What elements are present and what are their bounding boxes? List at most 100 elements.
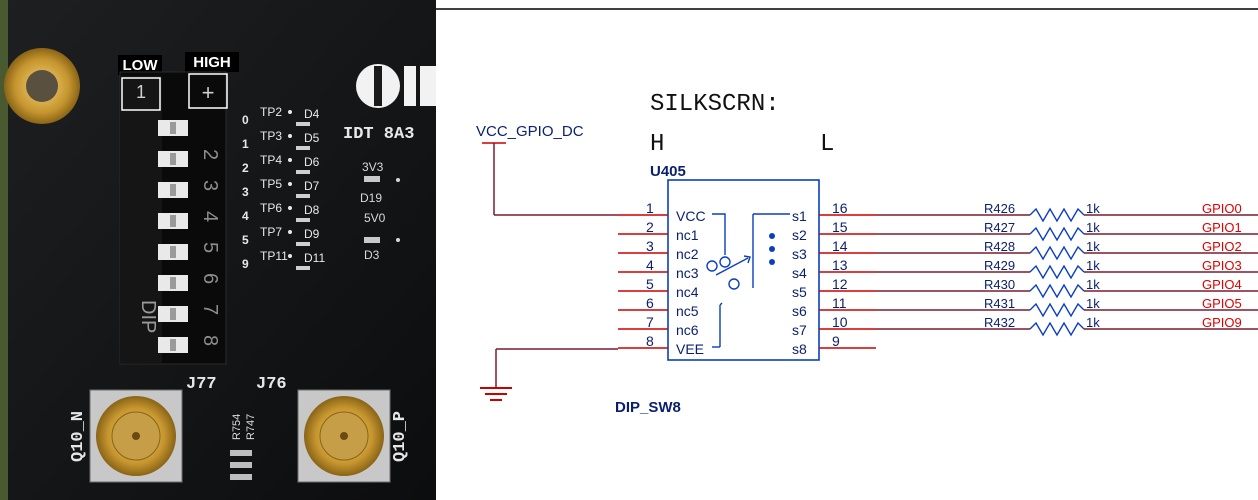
resistor-value: 1k [1086, 277, 1100, 292]
dip-right-mark: + [202, 80, 215, 105]
dip-lever-slot [170, 308, 176, 320]
silk-index: 3 [242, 185, 249, 199]
dip-lever-slot [170, 246, 176, 258]
dip-number: 6 [199, 273, 221, 284]
left-pin-name: nc2 [676, 246, 699, 262]
silk-d: D11 [304, 251, 325, 265]
mounting-hole [4, 48, 80, 124]
r747-label: R747 [245, 414, 257, 440]
ref-label: U405 [650, 163, 686, 180]
left-pin-name: nc4 [676, 284, 699, 300]
low-label: LOW [123, 57, 159, 74]
right-pin-name: s8 [792, 341, 807, 357]
gpio-net-label: GPIO2 [1202, 239, 1242, 254]
resistor-ref: R427 [984, 220, 1015, 235]
resistor-symbol [1029, 226, 1085, 242]
switch-internal [706, 213, 790, 348]
left-pin-number: 1 [646, 200, 654, 216]
silkscreen-label: SILKSCRN: [650, 91, 780, 118]
right-pin-name: s3 [792, 246, 807, 262]
label-5v0: 5V0 [364, 211, 386, 225]
sma-connector-j76 [297, 389, 391, 483]
resistor-symbol [1029, 283, 1085, 299]
label-d3: D3 [364, 248, 380, 262]
resistor-symbol [1029, 207, 1085, 223]
gpio-net-label: GPIO1 [1202, 220, 1242, 235]
silk-dot [288, 158, 292, 162]
silk-d: D4 [304, 107, 320, 121]
left-pin-name: nc3 [676, 265, 699, 281]
left-pin-name: nc6 [676, 322, 699, 338]
dip-lever-slot [170, 184, 176, 196]
right-pin-number: 15 [832, 219, 848, 235]
resistor-symbol [1029, 302, 1085, 318]
left-pin-name: nc1 [676, 227, 699, 243]
dip-number: 7 [199, 304, 221, 315]
right-pin-name: s4 [792, 265, 807, 281]
left-pin-name: VCC [676, 208, 706, 224]
silk-dot [288, 230, 292, 234]
resistor-ref: R428 [984, 239, 1015, 254]
right-pin-number: 16 [832, 200, 848, 216]
right-pin-name: s1 [792, 208, 807, 224]
silk-tp: TP6 [260, 201, 282, 215]
silk-pad [296, 266, 310, 270]
dip-left-mark: 1 [136, 82, 146, 102]
left-pin-number: 4 [646, 257, 654, 273]
silk-pad [296, 146, 310, 150]
j76-label: J76 [256, 375, 287, 394]
high-label: HIGH [193, 54, 231, 71]
schematic: SILKSCRN: H L VCC_GPIO_DC U405 DIP_SW8 1… [436, 0, 1258, 500]
dip-number: 5 [199, 242, 221, 253]
silk-tp: TP4 [260, 153, 282, 167]
dip-lever-slot [170, 277, 176, 289]
silk-d: D5 [304, 131, 320, 145]
resistor-ref: R426 [984, 201, 1015, 216]
label-d19: D19 [360, 191, 382, 205]
label-3v3: 3V3 [362, 160, 384, 174]
right-pin-name: s2 [792, 227, 807, 243]
right-pin-number: 12 [832, 276, 848, 292]
resistor-value: 1k [1086, 296, 1100, 311]
ellipsis-dots [769, 233, 775, 265]
right-pin-name: s6 [792, 303, 807, 319]
silk-index: 9 [242, 257, 249, 271]
resistor-value: 1k [1086, 220, 1100, 235]
silk-pad [296, 194, 310, 198]
silk-tp: TP7 [260, 225, 282, 239]
silk-tp: TP3 [260, 129, 282, 143]
part-label: DIP_SW8 [615, 399, 681, 416]
idt-logo [356, 64, 436, 108]
silk-pad [296, 242, 310, 246]
resistor-value: 1k [1086, 315, 1100, 330]
sma-connector-j77 [89, 389, 183, 483]
right-pin-number: 10 [832, 314, 848, 330]
dip-lever-slot [170, 215, 176, 227]
silk-d: D7 [304, 179, 320, 193]
resistor-ref: R432 [984, 315, 1015, 330]
left-pin-name: nc5 [676, 303, 699, 319]
silk-pad [296, 170, 310, 174]
gpio-net-label: GPIO5 [1202, 296, 1242, 311]
right-pin-number: 13 [832, 257, 848, 273]
left-pin-number: 7 [646, 314, 654, 330]
right-pin-number: 14 [832, 238, 848, 254]
dip-sw8-body [667, 179, 820, 361]
gpio-net-label: GPIO0 [1202, 201, 1242, 216]
right-pin-number: 9 [832, 333, 840, 349]
dip-number: 3 [199, 180, 221, 191]
resistor-symbol [1029, 264, 1085, 280]
high-highlight-box [188, 73, 228, 109]
resistor-ref: R430 [984, 277, 1015, 292]
resistor-ref: R429 [984, 258, 1015, 273]
resistor-symbol [1029, 321, 1085, 337]
right-pin-name: s7 [792, 322, 807, 338]
silk-d: D8 [304, 203, 320, 217]
dip-lever-slot [170, 339, 176, 351]
brand-text: IDT 8A3 [343, 125, 414, 144]
ground-symbol [480, 387, 512, 401]
gpio-net-label: GPIO4 [1202, 277, 1242, 292]
silk-dot [288, 134, 292, 138]
